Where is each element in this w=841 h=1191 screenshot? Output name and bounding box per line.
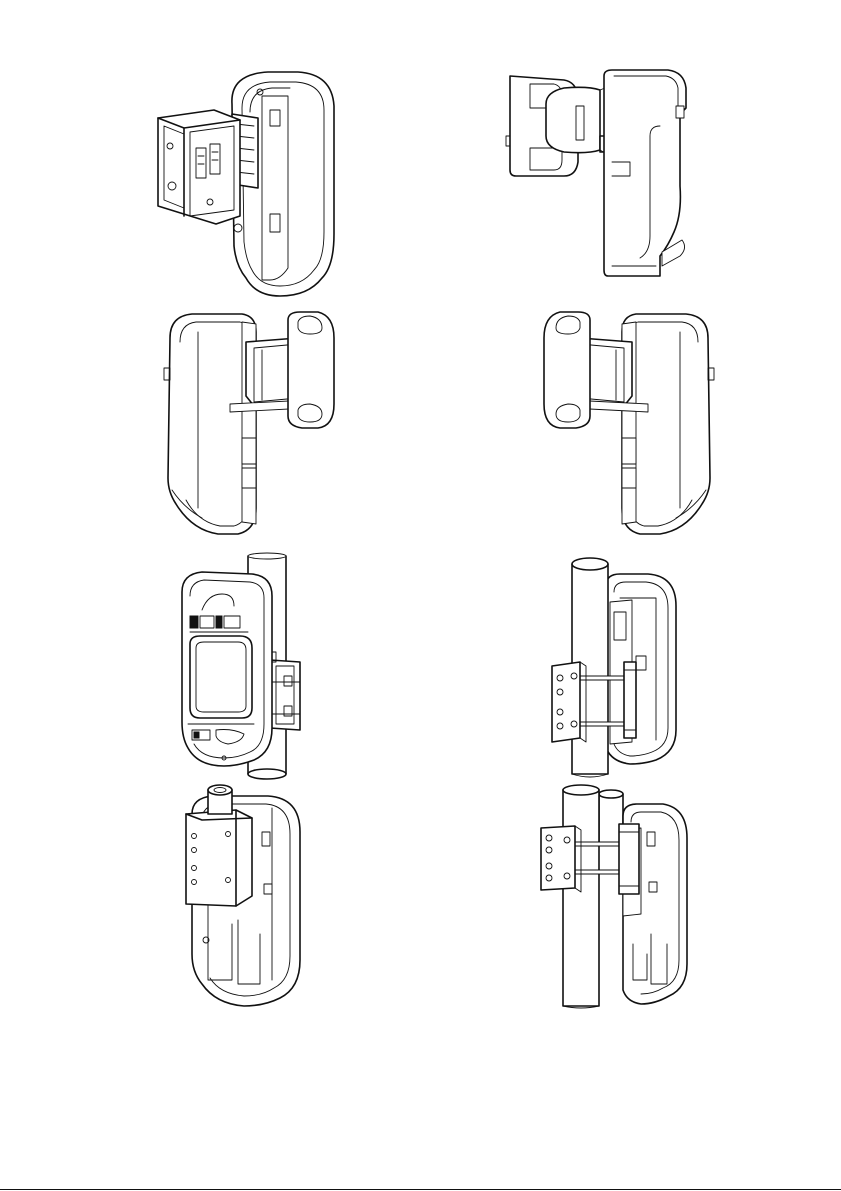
nut-icon <box>546 847 552 853</box>
nut-icon <box>226 878 231 883</box>
nut-icon <box>571 673 577 679</box>
swivel-ball <box>546 87 600 152</box>
bracket-bolt <box>284 676 292 686</box>
junction-box-mount-drawing <box>150 66 340 301</box>
strip-slot <box>242 468 256 488</box>
nut-icon <box>192 880 197 885</box>
nut-icon <box>557 675 563 681</box>
bracket-bolt <box>284 706 292 716</box>
footer-rule <box>0 1189 841 1190</box>
nut-icon <box>192 834 197 839</box>
pole-top-clamp-drawing <box>172 784 312 1016</box>
pole-bracket <box>624 662 636 738</box>
nut-icon <box>557 723 563 729</box>
nut-icon <box>557 689 563 695</box>
wall-plate <box>544 312 590 428</box>
nut-icon <box>557 709 563 715</box>
sensor-window <box>200 616 214 628</box>
nut-icon <box>192 848 197 853</box>
sensor-icon <box>190 616 198 628</box>
nut-icon <box>226 832 231 837</box>
latch-icon <box>262 832 270 846</box>
figure-junction-box-mount <box>150 66 340 301</box>
clamp-box <box>186 810 252 906</box>
pole-front-drawing <box>172 552 332 784</box>
pole-bracket <box>619 824 639 894</box>
figure-bracket-left <box>525 308 720 540</box>
strip-slot <box>242 438 256 464</box>
latch-icon <box>636 656 646 670</box>
nut-icon <box>564 837 570 843</box>
figure-pole-front <box>172 552 332 784</box>
nut-icon <box>546 875 552 881</box>
strip-slot <box>622 438 636 464</box>
side-wall-swivel-drawing <box>500 66 695 286</box>
bracket-left-drawing <box>525 308 720 540</box>
sensor-icon <box>216 616 222 628</box>
pole <box>563 790 599 1006</box>
figure-pole-side-clamp <box>535 784 695 1016</box>
terminal-block <box>210 144 220 174</box>
nut-icon <box>546 835 552 841</box>
figure-pole-rear <box>540 552 690 784</box>
plate-slot <box>270 214 280 232</box>
sensor-window <box>224 616 240 628</box>
clamp-plate <box>541 826 575 890</box>
nut-icon <box>192 866 197 871</box>
strip-slot <box>622 468 636 488</box>
latch-icon <box>647 832 655 846</box>
pole-bracket <box>270 660 300 730</box>
figure-pole-top-clamp <box>172 784 312 1016</box>
nut-icon <box>571 721 577 727</box>
figure-side-wall-swivel <box>500 66 695 286</box>
bracket-right-drawing <box>158 308 353 540</box>
lens-window <box>190 636 252 718</box>
terminal-block <box>196 148 206 178</box>
nut-icon <box>564 873 570 879</box>
pole-side-clamp-drawing <box>535 784 695 1016</box>
latch-icon <box>676 106 684 118</box>
figure-bracket-right <box>158 308 353 540</box>
wall-plate <box>288 312 334 428</box>
latch-icon <box>649 882 657 892</box>
latch-icon <box>264 884 272 894</box>
nut-icon <box>546 863 552 869</box>
sensor-icon <box>194 732 199 738</box>
plate-slot <box>614 612 626 640</box>
pole-rear-drawing <box>540 552 690 784</box>
plate-slot <box>270 110 280 126</box>
